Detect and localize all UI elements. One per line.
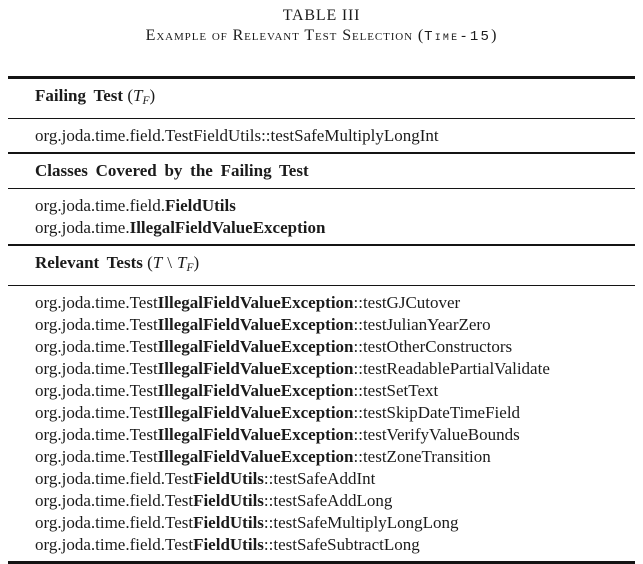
sub-rule-2 — [8, 188, 635, 189]
relevant-tests-label: Relevant Tests — [35, 253, 143, 272]
table-caption: TABLE III Example of Relevant Test Selec… — [0, 0, 643, 76]
test-row: org.joda.time.field.TestFieldUtils::test… — [35, 469, 376, 488]
test-row: org.joda.time.field.TestFieldUtils::test… — [35, 513, 459, 532]
class-row: org.joda.time.field.FieldUtils — [35, 196, 236, 215]
test-row: org.joda.time.TestIllegalFieldValueExcep… — [35, 447, 491, 466]
classes-covered-label: Classes Covered by the Failing Test — [35, 161, 309, 180]
section-header-classes-covered: Classes Covered by the Failing Test — [8, 154, 635, 188]
section-header-failing-test: Failing Test (TF) — [8, 79, 635, 118]
relevant-tests-math-symbol: (T\TF) — [147, 253, 200, 274]
test-row: org.joda.time.TestIllegalFieldValueExcep… — [35, 337, 513, 356]
test-row: org.joda.time.TestIllegalFieldValueExcep… — [35, 315, 491, 334]
test-row: org.joda.time.TestIllegalFieldValueExcep… — [35, 403, 521, 422]
sub-rule-1 — [8, 118, 635, 119]
table-title: Example of Relevant Test Selection (Time… — [0, 27, 643, 45]
test-row: org.joda.time.field.TestFieldUtils::test… — [35, 491, 393, 510]
test-row: org.joda.time.TestIllegalFieldValueExcep… — [35, 359, 550, 378]
relevant-tests-rows: org.joda.time.TestIllegalFieldValueExcep… — [8, 286, 635, 561]
test-row: org.joda.time.field.TestFieldUtils::test… — [35, 126, 439, 145]
failing-test-label: Failing Test — [35, 86, 124, 105]
test-selection-table: Failing Test (TF) org.joda.time.field.Te… — [8, 76, 635, 564]
test-row: org.joda.time.TestIllegalFieldValueExcep… — [35, 425, 520, 444]
mid-rule-1 — [8, 152, 635, 154]
mid-rule-2 — [8, 244, 635, 246]
top-rule — [8, 76, 635, 79]
test-row: org.joda.time.TestIllegalFieldValueExcep… — [35, 381, 439, 400]
table-number: TABLE III — [282, 7, 361, 24]
table-title-close-paren: ) — [491, 27, 498, 44]
failing-test-rows: org.joda.time.field.TestFieldUtils::test… — [8, 119, 635, 152]
table-title-text: Example of Relevant Test Selection ( — [145, 27, 425, 44]
test-row: org.joda.time.TestIllegalFieldValueExcep… — [35, 293, 461, 312]
section-header-relevant-tests: Relevant Tests (T\TF) — [8, 246, 635, 285]
class-row: org.joda.time.IllegalFieldValueException — [35, 218, 326, 237]
failing-test-math-symbol: (TF) — [127, 86, 156, 107]
benchmark-id: Time-15 — [424, 29, 492, 45]
sub-rule-3 — [8, 285, 635, 286]
bottom-rule — [8, 561, 635, 564]
test-row: org.joda.time.field.TestFieldUtils::test… — [35, 535, 420, 554]
classes-covered-rows: org.joda.time.field.FieldUtils org.joda.… — [8, 189, 635, 244]
set-minus-symbol: \ — [167, 253, 172, 272]
